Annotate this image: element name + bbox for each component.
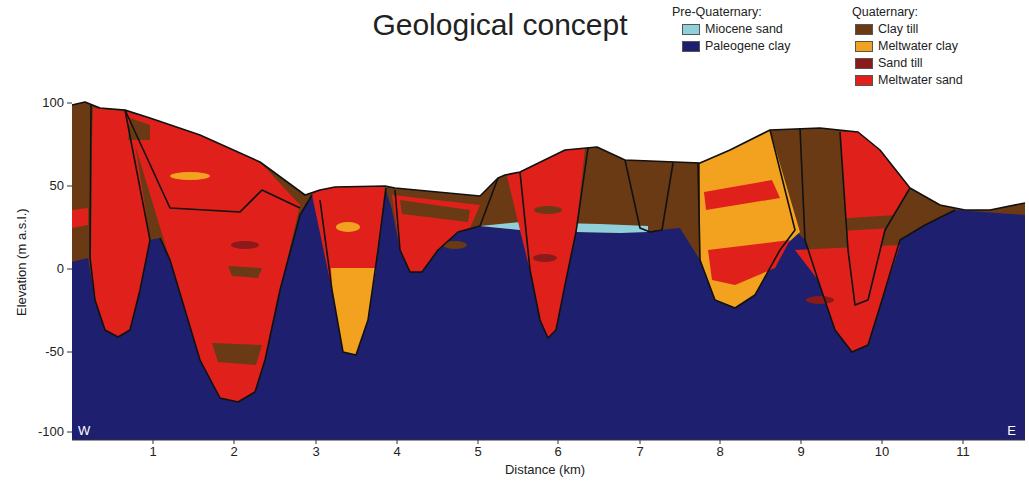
tick-label: 50 [50, 179, 64, 193]
legend-text: Meltwater clay [878, 40, 958, 54]
legend-text: Sand till [878, 57, 922, 71]
tick-label: 9 [797, 445, 804, 459]
direction-label: W [78, 424, 90, 438]
legend-heading: Pre-Quaternary: [672, 6, 762, 20]
legend-swatch [682, 24, 700, 35]
axis-title: Distance (km) [505, 463, 585, 477]
tick-label: 11 [956, 445, 970, 459]
tick-label: 3 [312, 445, 319, 459]
tick-label: 2 [230, 445, 237, 459]
tick-label: -50 [45, 345, 64, 359]
axis-title: Elevation (m a.s.l.) [15, 208, 29, 316]
legend-heading: Quaternary: [852, 6, 918, 20]
legend-swatch [855, 58, 873, 69]
legend-swatch [855, 41, 873, 52]
tick-label: 8 [716, 445, 723, 459]
legend-text: Meltwater sand [878, 74, 963, 88]
tick-label: 100 [42, 96, 64, 110]
tick-label: 5 [474, 445, 481, 459]
legend-swatch [855, 75, 873, 86]
tick-label: 0 [57, 262, 64, 276]
tick-label: -100 [38, 425, 64, 439]
legend-text: Miocene sand [705, 23, 783, 37]
tick-label: 4 [393, 445, 400, 459]
legend-text: Clay till [878, 23, 918, 37]
tick-label: 10 [875, 445, 889, 459]
tick-label: 1 [149, 445, 156, 459]
legend-swatch [682, 41, 700, 52]
title: Geological concept [372, 8, 627, 41]
direction-label: E [1007, 424, 1016, 438]
tick-label: 6 [554, 445, 561, 459]
legend-swatch [855, 24, 873, 35]
tick-label: 7 [636, 445, 643, 459]
legend-text: Paleogene clay [705, 40, 790, 54]
